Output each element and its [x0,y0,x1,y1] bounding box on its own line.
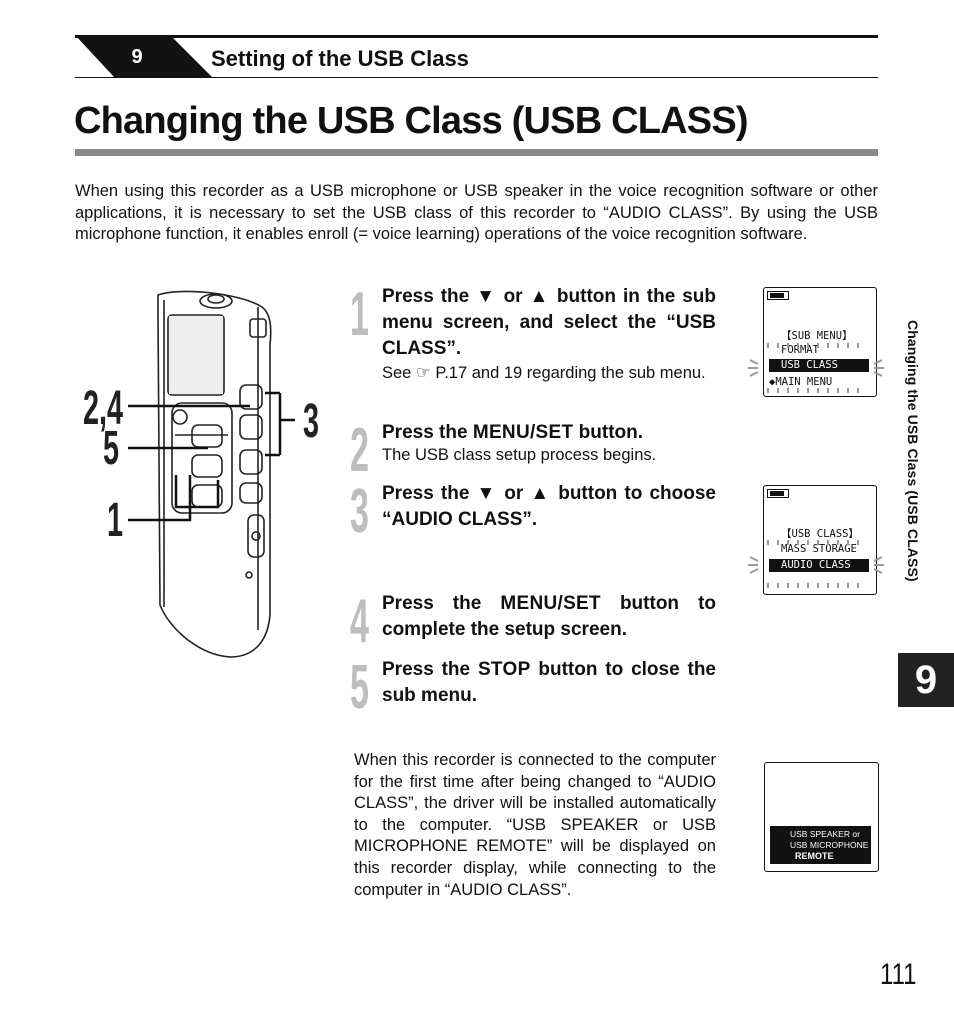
step-2: 2 Press the MENU/SET button. The USB cla… [350,420,716,482]
lcd-line: FORMAT [781,344,819,356]
step-number: 1 [350,280,369,349]
lcd-remote-block [770,826,871,864]
lcd-line: ◆MAIN MENU [769,376,833,388]
note-paragraph: When this recorder is connected to the c… [354,751,716,899]
page-number: 111 [880,958,917,991]
chapter-tab: 9 [898,653,954,707]
lcd-highlighted-line: AUDIO CLASS [769,559,869,572]
step-number: 2 [350,416,369,485]
side-running-label: Changing the USB Class (USB CLASS) [899,320,921,640]
step-text: Press the ▼ or ▲ button to choose “AUDIO… [382,483,716,530]
chapter-tab-shape [75,35,213,78]
step-1: 1 Press the ▼ or ▲ button in the sub men… [350,284,716,409]
menu-set-key: MENU/SET [472,422,574,443]
callout-3: 3 [303,395,320,448]
lcd-usb-remote: USB SPEAKER or USB MICROPHONE REMOTE [764,762,879,872]
callout-1: 1 [107,494,124,547]
blink-marks-lcd2 [748,540,884,588]
battery-icon [767,291,789,300]
step-sub-text: See ☞ P.17 and 19 regarding the sub menu… [382,364,706,382]
lcd-line: USB SPEAKER or [790,829,860,839]
step-text: Press the MENU/SET button. [382,422,644,443]
stop-key: STOP [477,659,531,680]
blink-marks-lcd1 [748,343,884,393]
header-chapter-number: 9 [131,46,143,68]
lcd-sub-menu: 【SUB MENU】 FORMAT USB CLASS ◆MAIN MENU [763,287,877,397]
step-number: 3 [350,477,369,546]
step-number: 4 [350,587,369,656]
step-sub-text: The USB class setup process begins. [382,446,657,464]
step-number: 5 [350,653,369,722]
intro-paragraph: When using this recorder as a USB microp… [75,182,878,243]
recorder-illustration [128,290,295,658]
lcd-line: 【USB CLASS】 [781,528,859,540]
step-text: Press the STOP button to close the sub m… [382,659,716,706]
side-label-text: Changing the USB Class (USB CLASS) [905,320,921,582]
step-text: Press the ▼ or ▲ button in the sub menu … [382,286,716,359]
page-title: Changing the USB Class (USB CLASS) [74,100,749,142]
callout-2-4: 2,4 [83,382,124,435]
step-4: 4 Press the MENU/SET button to complete … [350,587,716,656]
step-text: Press the MENU/SET button to complete th… [382,593,716,640]
header-rule-top [75,35,878,38]
header-rule-bottom [75,77,878,78]
lcd-line: MASS STORAGE [781,543,857,555]
step-3: 3 Press the ▼ or ▲ button to choose “AUD… [350,477,716,546]
lcd-line: USB MICROPHONE [790,840,869,850]
lcd-line: REMOTE [795,851,834,861]
menu-set-key: MENU/SET [500,593,601,614]
battery-icon [767,489,789,498]
title-rule [75,149,878,156]
callout-5: 5 [103,422,120,475]
lcd-highlighted-line: USB CLASS [769,359,869,372]
lcd-line: 【SUB MENU】 [781,330,853,342]
step-5: 5 Press the STOP button to close the sub… [350,653,716,722]
header-section-title: Setting of the USB Class [211,46,469,71]
